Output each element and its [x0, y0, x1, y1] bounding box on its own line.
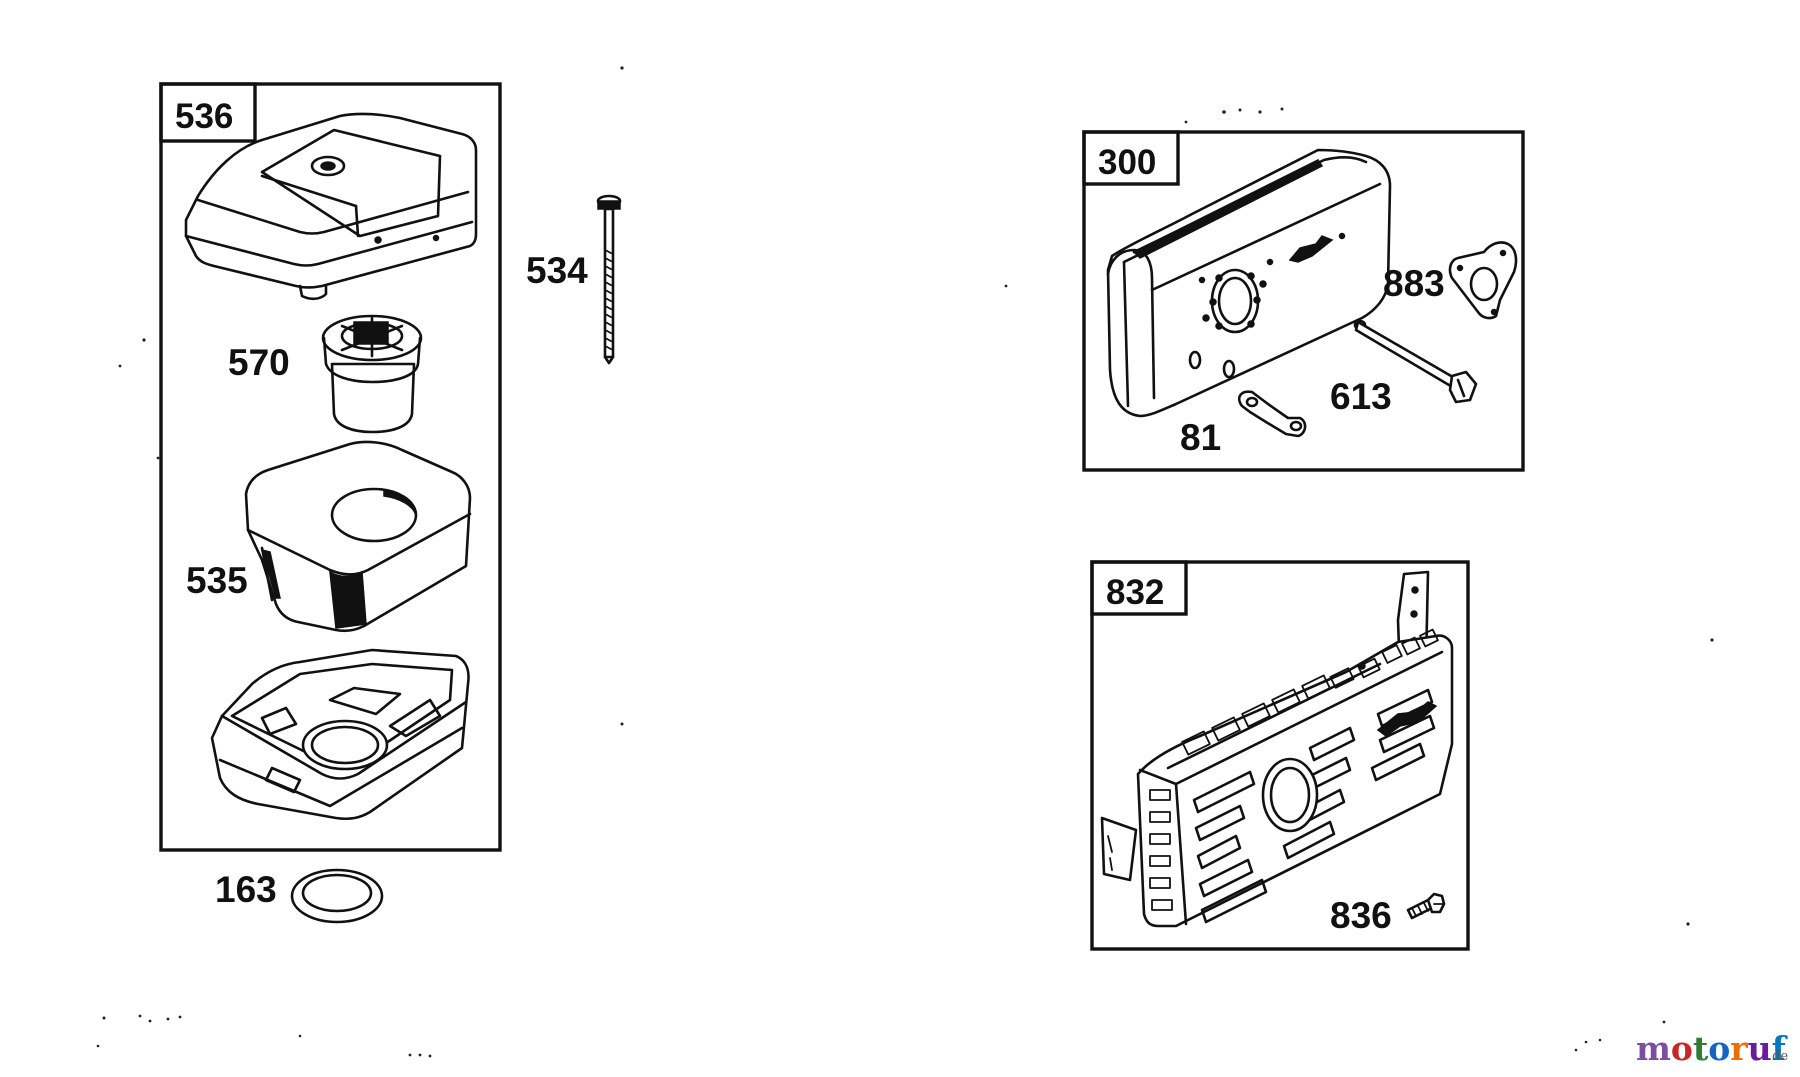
label-box-832 — [1090, 560, 1188, 616]
part-label-836: 836 — [1330, 895, 1392, 936]
part-label-832: 832 — [1106, 573, 1164, 612]
motoruf-watermark: motoruf .de — [1636, 1029, 1788, 1068]
air-cleaner-cover-drawing — [184, 112, 478, 301]
exhaust-gasket-drawing — [1448, 241, 1518, 320]
muffler-group: 300 883 — [1082, 130, 1525, 472]
part-label-536: 536 — [175, 97, 233, 136]
watermark-suffix: .de — [1768, 1049, 1788, 1064]
watermark-letter: u — [1748, 1029, 1772, 1068]
muffler-guard-drawing — [1100, 570, 1454, 928]
watermark-letter: o — [1708, 1029, 1730, 1068]
pre-cleaner-drawing — [321, 314, 423, 434]
long-bolt-drawing — [596, 194, 622, 365]
muffler-guard-group: 832 — [1090, 560, 1470, 951]
air-cleaner-base-drawing — [210, 648, 470, 821]
air-cleaner-group: 536 570 535 — [159, 82, 502, 924]
part-label-535: 535 — [186, 560, 248, 601]
filter-cartridge-drawing — [244, 440, 472, 633]
part-label-300: 300 — [1098, 143, 1156, 182]
part-label-883: 883 — [1383, 263, 1445, 304]
scan-noise — [96, 66, 1714, 1058]
label-box-536 — [159, 82, 257, 143]
watermark-letter: r — [1730, 1029, 1748, 1068]
label-box-300 — [1082, 130, 1180, 186]
lock-plate-drawing — [1238, 390, 1307, 438]
muffler-drawing — [1106, 148, 1392, 418]
o-ring-drawing — [290, 868, 384, 924]
part-label-534: 534 — [526, 250, 588, 291]
muffler-bolt-drawing — [1353, 319, 1478, 404]
watermark-letter: o — [1671, 1029, 1693, 1068]
svg-text:motoruf: motoruf — [1636, 1029, 1788, 1068]
part-label-570: 570 — [228, 342, 290, 383]
part-label-81: 81 — [1180, 417, 1221, 458]
part-label-163: 163 — [215, 869, 277, 910]
air-cleaner-frame — [159, 82, 502, 852]
watermark-letter: f — [1772, 1029, 1788, 1068]
watermark-letter: m — [1636, 1029, 1671, 1068]
guard-screw-drawing — [1406, 892, 1446, 920]
muffler-guard-frame — [1090, 560, 1470, 951]
watermark-letter: t — [1693, 1029, 1709, 1068]
part-label-613: 613 — [1330, 376, 1392, 417]
muffler-frame — [1082, 130, 1525, 472]
